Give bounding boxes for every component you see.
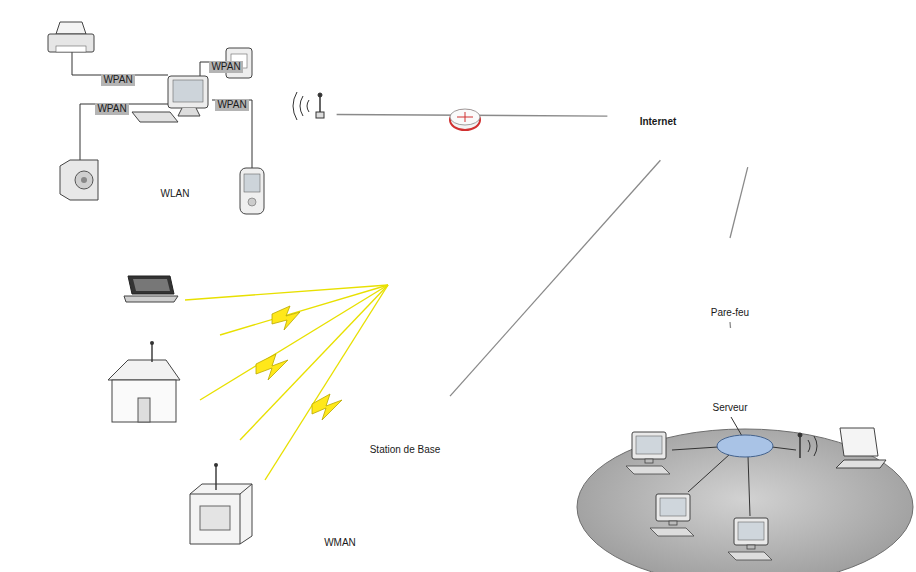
- computer-icon: [132, 76, 208, 122]
- base-station-tower-outline: [360, 232, 450, 460]
- wman-area: WMAN Station de Base: [55, 268, 565, 572]
- network-link: [450, 160, 660, 396]
- house-icon: [108, 341, 180, 422]
- access-point-antenna: [293, 92, 324, 120]
- firewall-label: Pare-feu: [711, 307, 751, 319]
- workstation-icon: [650, 494, 694, 536]
- wman-label: WMAN: [324, 537, 357, 549]
- router-icon: [450, 109, 480, 130]
- wman-area-outline: [55, 268, 565, 572]
- link-label: WPAN: [209, 61, 242, 73]
- handheld-icon: [240, 168, 264, 214]
- wlan-area: WLAN: [5, 12, 340, 217]
- laptop-icon: [124, 276, 178, 302]
- workstation-icon: [728, 518, 772, 560]
- wpan-wires: [72, 52, 252, 168]
- network-hub: [717, 435, 773, 457]
- workstation-icon: [626, 432, 670, 474]
- printer-icon: [48, 22, 94, 52]
- radio-links: [185, 285, 388, 480]
- internet-label: Internet: [640, 116, 678, 128]
- wlan-label: WLAN: [161, 188, 191, 200]
- lan-laptop-icon: [836, 428, 886, 468]
- link-label: WPAN: [95, 103, 128, 115]
- lan-area: [577, 429, 913, 572]
- network-link: [730, 167, 748, 238]
- speaker-icon: [60, 160, 98, 200]
- base-station-tower: Station de Base: [360, 232, 450, 460]
- link-label: WPAN: [215, 99, 248, 111]
- wlan-area-outline: [5, 12, 340, 217]
- network-link: [729, 322, 731, 328]
- firewall-icon: Pare-feu: [690, 238, 770, 322]
- building-modem-icon: [190, 463, 252, 544]
- link-label: WPAN: [101, 74, 134, 86]
- lan-wires: [672, 417, 796, 516]
- server-label: Serveur: [712, 402, 749, 414]
- lan-antenna: [798, 433, 817, 458]
- internet-cloud: Internet: [598, 72, 910, 170]
- base-station-label: Station de Base: [370, 444, 442, 456]
- lightning-bolt: [256, 306, 342, 420]
- server-icon: Serveur: [688, 328, 773, 416]
